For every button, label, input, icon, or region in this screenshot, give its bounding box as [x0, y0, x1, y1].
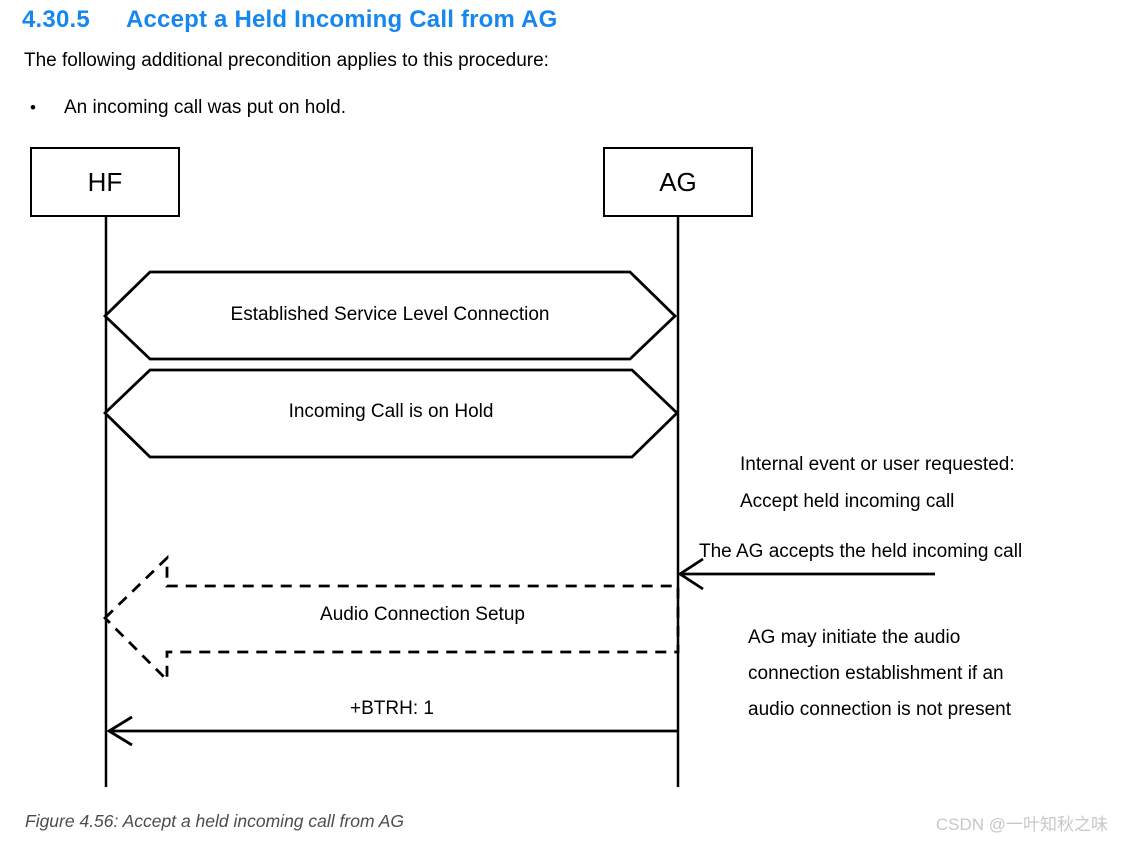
state-hexagon-hold [102, 368, 680, 459]
state-label-slc: Established Service Level Connection [230, 304, 550, 325]
intro-text: The following additional precondition ap… [24, 50, 549, 71]
message-label-btrh: +BTRH: 1 [350, 698, 434, 719]
actor-box-ag: AG [603, 147, 753, 217]
bullet-marker-icon: • [30, 98, 36, 117]
message-label-accept: The AG accepts the held incoming call [699, 541, 1023, 562]
bullet-text: An incoming call was put on hold. [64, 97, 346, 118]
note-ag-may-initiate: AG may initiate the audio connection est… [748, 627, 1012, 720]
watermark: CSDN @一叶知秋之味 [935, 815, 1108, 834]
state-hexagon-slc [102, 270, 678, 361]
actor-label-hf: HF [87, 166, 123, 197]
actor-label-ag: AG [659, 166, 697, 197]
bullet-item: • An incoming call was put on hold. [30, 97, 346, 119]
section-number: 4.30.5 [22, 6, 90, 33]
actor-box-hf: HF [30, 147, 180, 217]
section-heading: 4.30.5 Accept a Held Incoming Call from … [22, 6, 557, 34]
message-label-audio-setup: Audio Connection Setup [320, 604, 525, 625]
audio-setup-block-arrow [103, 554, 680, 684]
state-label-hold: Incoming Call is on Hold [288, 401, 494, 422]
btrh-arrowhead [106, 715, 133, 747]
accept-arrowhead [677, 557, 704, 591]
section-title: Accept a Held Incoming Call from AG [125, 6, 558, 33]
note-internal-event: Internal event or user requested: Accept… [740, 454, 1015, 512]
figure-caption: Figure 4.56: Accept a held incoming call… [25, 811, 405, 831]
